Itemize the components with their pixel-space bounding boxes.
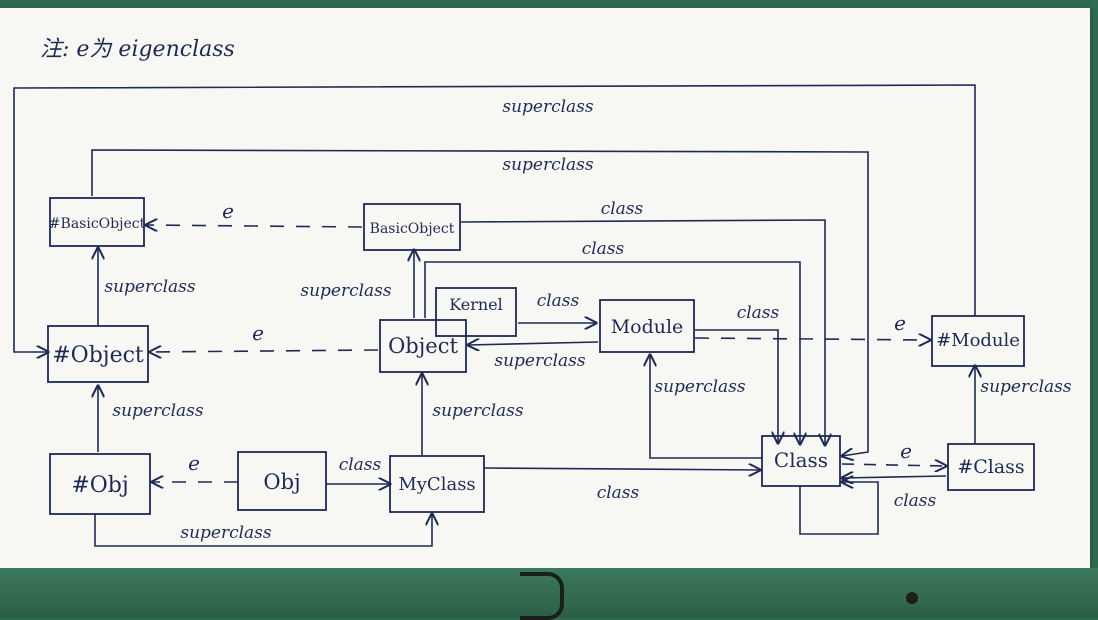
label-superclass-eclass: superclass <box>980 377 1072 397</box>
node-box-myclass <box>389 455 485 513</box>
label-superclass-top: superclass <box>502 97 594 117</box>
edge-emodule-eobject-superclass <box>13 84 976 352</box>
node-box-e-basicobject <box>49 197 145 247</box>
label-class-eclass: class <box>894 491 937 511</box>
node-box-module <box>599 299 695 353</box>
label-superclass-second: superclass <box>502 155 594 175</box>
label-class-obj: class <box>339 455 382 475</box>
label-e-object: e <box>252 321 264 345</box>
label-e-obj: e <box>188 451 200 475</box>
edge-module-emodule-e <box>694 338 930 340</box>
edge-object-eobject-e <box>150 350 379 352</box>
paper-sheet <box>0 8 1090 568</box>
edges <box>13 84 976 547</box>
edge-eobj-myclass-superclass <box>94 514 432 547</box>
edge-basicobject-class-class <box>460 219 825 445</box>
edge-class-eclass-e <box>841 464 946 466</box>
label-e-class: e <box>900 439 912 463</box>
label-class-object: class <box>582 239 625 259</box>
node-box-kernel <box>435 287 517 337</box>
node-e-obj: #Obj <box>71 473 128 498</box>
label-superclass-class: superclass <box>654 377 746 397</box>
label-e-module: e <box>894 311 906 335</box>
label-superclass-myclass: superclass <box>432 401 524 421</box>
label-class-basicobject: class <box>601 199 644 219</box>
edge-module-class-class <box>695 329 778 443</box>
edge-module-object-superclass <box>468 342 599 345</box>
label-e-basicobject: e <box>222 199 234 223</box>
node-box-obj <box>237 451 327 511</box>
node-box-class <box>761 435 841 487</box>
legend-note: 注: e为 eigenclass <box>40 37 235 62</box>
node-box-object <box>379 319 467 373</box>
node-kernel: Kernel <box>449 295 503 314</box>
edge-class-module-superclass <box>650 355 762 459</box>
label-class-kernel: class <box>537 291 580 311</box>
label-superclass-eobj: superclass <box>112 401 204 421</box>
node-e-class: #Class <box>957 456 1024 478</box>
label-superclass-object: superclass <box>300 281 392 301</box>
label-superclass-module: superclass <box>494 351 586 371</box>
node-e-object: #Object <box>52 343 144 368</box>
edge-object-class-class <box>424 261 800 444</box>
edge-class-self-class <box>799 482 879 535</box>
node-e-module: #Module <box>936 330 1020 351</box>
node-box-basicobject <box>363 203 461 251</box>
node-box-e-obj <box>49 453 151 515</box>
background-dot <box>906 592 918 604</box>
edge-ebasicobject-class-superclass <box>91 149 869 456</box>
node-object: Object <box>388 334 458 358</box>
node-myclass: MyClass <box>398 474 475 495</box>
node-class: Class <box>774 448 828 472</box>
label-superclass-bottom: superclass <box>180 523 272 543</box>
background-scribble <box>520 572 564 620</box>
node-box-e-object <box>47 325 149 383</box>
label-superclass-eobject: superclass <box>104 277 196 297</box>
label-class-module: class <box>737 303 780 323</box>
node-obj: Obj <box>263 470 300 494</box>
edge-myclass-class-class <box>483 468 760 470</box>
node-box-e-module <box>931 315 1025 367</box>
node-module: Module <box>611 316 684 338</box>
node-box-e-class <box>947 443 1035 491</box>
label-class-myclass: class <box>597 483 640 503</box>
edge-basicobject-ebasicobject-e <box>146 225 363 227</box>
node-e-basicobject: #BasicObject <box>49 216 146 232</box>
edge-eclass-class-class <box>842 476 947 478</box>
node-basicobject: BasicObject <box>370 221 455 237</box>
